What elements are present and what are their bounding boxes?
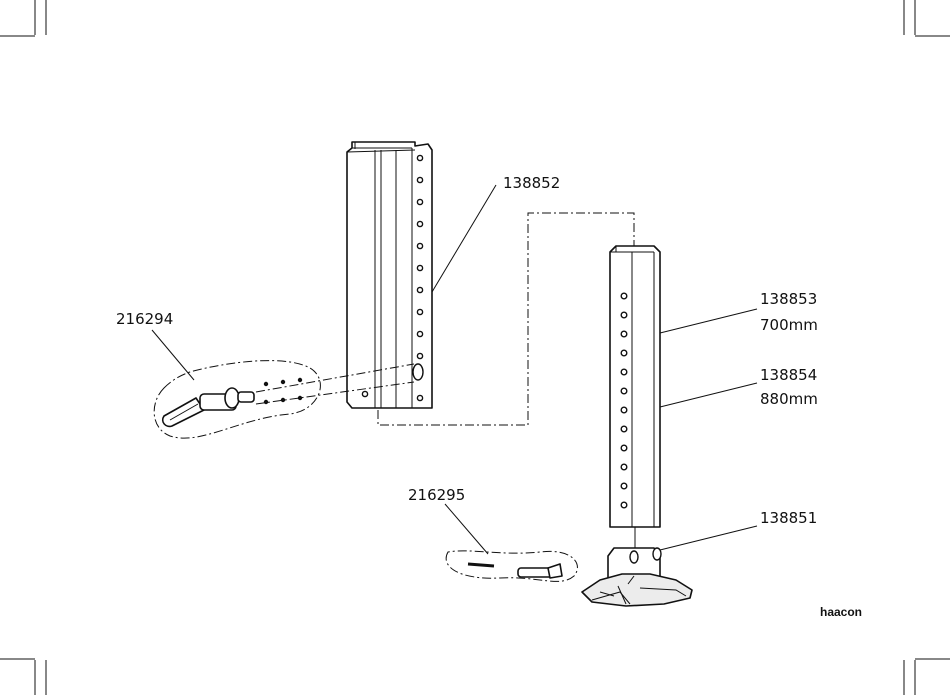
leader-216295	[445, 504, 488, 554]
leader-138851	[660, 526, 757, 550]
label-216295: 216295	[408, 486, 465, 504]
label-138854: 138854	[760, 366, 817, 384]
leader-138852	[432, 185, 496, 292]
leader-138854	[660, 383, 757, 407]
lower-tube	[610, 246, 660, 550]
leader-138853	[660, 309, 757, 333]
upper-tube	[347, 142, 432, 408]
label-700mm: 700mm	[760, 316, 818, 334]
pin-set	[446, 551, 577, 582]
label-138853: 138853	[760, 290, 817, 308]
label-138852: 138852	[503, 174, 560, 192]
label-216294: 216294	[116, 310, 173, 328]
label-138851: 138851	[760, 509, 817, 527]
swivel-foot	[582, 548, 692, 606]
brand-logo-text: haacon	[820, 605, 862, 619]
label-880mm: 880mm	[760, 390, 818, 408]
leader-216294	[152, 330, 194, 380]
